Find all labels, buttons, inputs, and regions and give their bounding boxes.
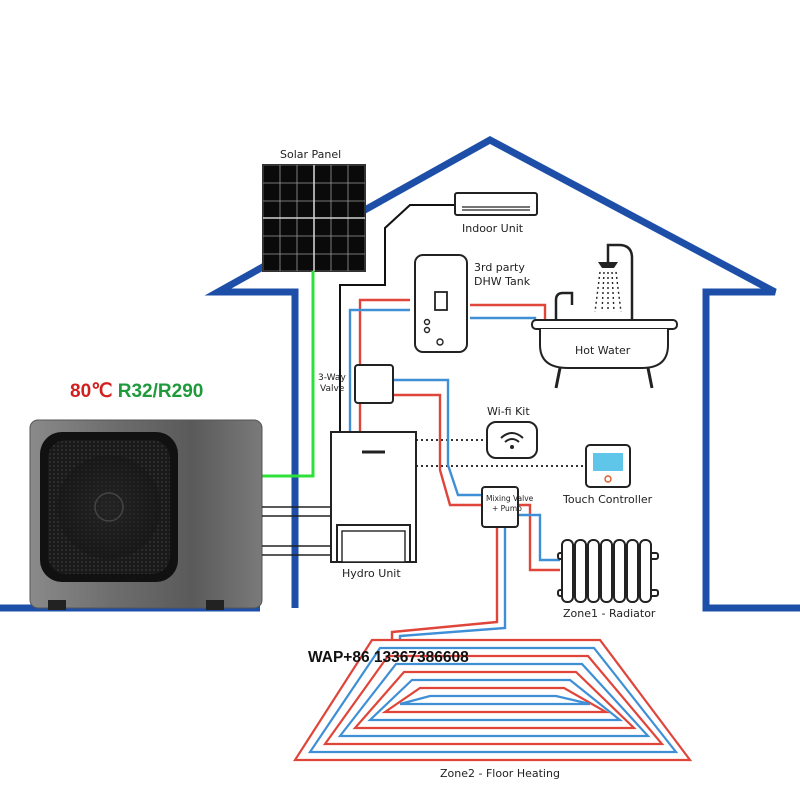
control-wiring — [339, 204, 455, 432]
wifi-icon — [486, 421, 538, 459]
three-way-valve-label-line2: Valve — [320, 384, 345, 394]
dhw-tank-label-line2: DHW Tank — [474, 275, 531, 288]
mixing-valve-icon — [481, 486, 519, 528]
solar-panel-label: Solar Panel — [280, 148, 342, 161]
shower-icon — [594, 243, 634, 320]
bathtub-icon — [531, 291, 678, 389]
hydro-unit-icon — [330, 431, 417, 563]
cold-water-pipes — [348, 308, 560, 640]
indoor-unit-label: Indoor Unit — [462, 222, 524, 235]
touch-controller-icon — [585, 444, 631, 488]
refrigerant-pipes — [262, 506, 331, 556]
zone2-label: Zone2 - Floor Heating — [440, 767, 560, 780]
spec-refrigerant: R32/R290 — [117, 381, 204, 402]
solar-cable — [262, 271, 315, 478]
indoor-unit-icon — [454, 192, 538, 216]
mixing-valve-label-line2: + Pump — [492, 504, 522, 513]
radiator-icon — [557, 539, 659, 603]
solar-panel-icon — [262, 164, 366, 272]
valve-icon — [354, 364, 394, 404]
touch-controller-label: Touch Controller — [563, 493, 653, 506]
heat-pump-outdoor-unit-icon — [29, 419, 263, 610]
hot-water-label: Hot Water — [575, 344, 631, 357]
dhw-tank-icon — [414, 254, 468, 353]
spec-temperature: 80℃ — [70, 381, 113, 402]
spec-line: 80℃ R32/R290 — [70, 380, 203, 403]
floor-heating-icon — [292, 638, 693, 762]
three-way-valve-label-line1: 3-Way — [318, 373, 346, 383]
zone1-label: Zone1 - Radiator — [563, 607, 656, 620]
mixing-valve-label-line1: Mixing Valve — [486, 494, 534, 503]
hydro-unit-label: Hydro Unit — [342, 567, 401, 580]
contact-text: WAP+86 13367386608 — [308, 649, 469, 666]
signal-lines — [416, 439, 586, 467]
wifi-kit-label: Wi-fi Kit — [487, 405, 530, 418]
dhw-tank-label-line1: 3rd party — [474, 261, 525, 274]
